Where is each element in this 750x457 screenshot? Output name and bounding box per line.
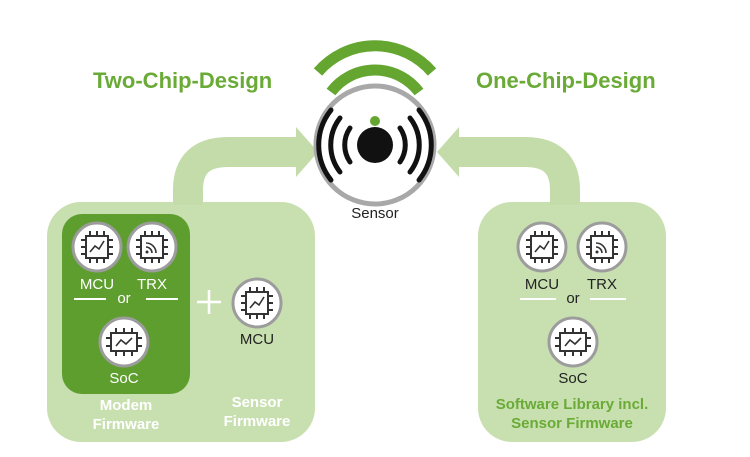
- sensor-firmware-label: Sensor Firmware: [202, 393, 312, 431]
- software-library-line1: Software Library incl.: [495, 396, 649, 413]
- modem-firmware-label: Modem Firmware: [64, 396, 188, 434]
- right-trx-chip-icon: [576, 221, 628, 273]
- left-extra-mcu-label: MCU: [239, 331, 275, 348]
- right-arrow: [455, 137, 580, 205]
- left-arrow: [173, 137, 300, 205]
- right-mcu-label: MCU: [524, 276, 560, 293]
- right-soc-chip-icon: [547, 316, 599, 368]
- left-soc-label: SoC: [109, 370, 139, 387]
- two-chip-heading: Two-Chip-Design: [93, 68, 273, 93]
- left-or-label: or: [117, 290, 131, 307]
- right-mcu-chip-icon: [516, 221, 568, 273]
- plus-icon: [197, 290, 221, 314]
- right-or-label: or: [566, 290, 580, 307]
- modem-firmware-line1: Modem: [99, 397, 153, 414]
- software-library-label: Software Library incl. Sensor Firmware: [478, 395, 666, 433]
- left-mcu-chip-icon: [71, 221, 123, 273]
- left-mcu-label: MCU: [79, 276, 115, 293]
- left-soc-chip-icon: [98, 316, 150, 368]
- left-extra-mcu-chip-icon: [231, 277, 283, 329]
- right-arrow-head: [437, 127, 459, 177]
- left-arrow-head: [296, 127, 318, 177]
- sensor-firmware-line1: Sensor: [231, 394, 283, 411]
- modem-firmware-line2: Firmware: [92, 416, 160, 433]
- right-trx-label: TRX: [587, 276, 617, 293]
- software-library-line2: Sensor Firmware: [511, 415, 633, 432]
- one-chip-heading: One-Chip-Design: [476, 68, 656, 93]
- left-trx-chip-icon: [126, 221, 178, 273]
- right-soc-label: SoC: [558, 370, 588, 387]
- sensor-firmware-line2: Firmware: [223, 413, 291, 430]
- sensor-icon: [313, 83, 437, 207]
- left-trx-label: TRX: [137, 276, 167, 293]
- sensor-label: Sensor: [351, 205, 399, 222]
